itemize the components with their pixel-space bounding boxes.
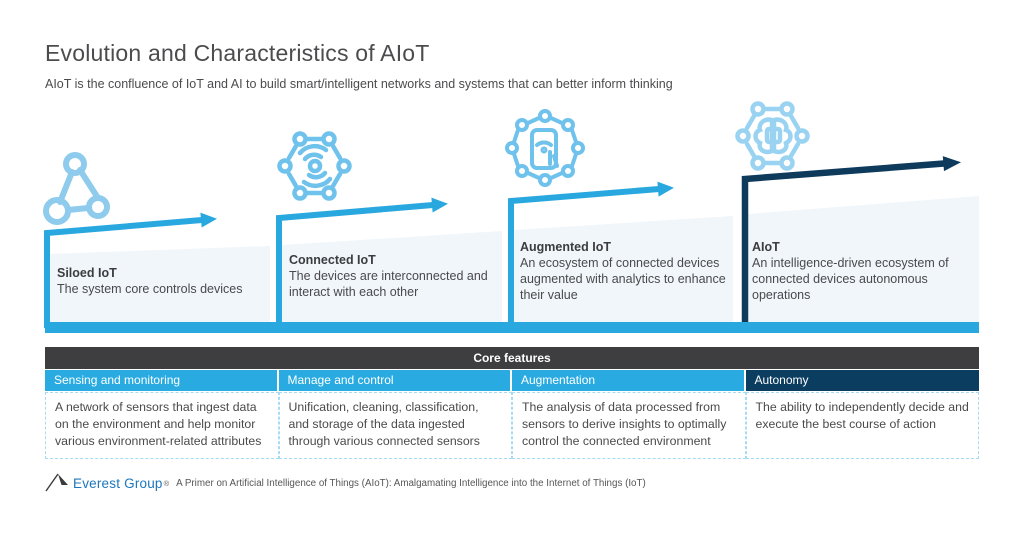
table-body-row: A network of sensors that ingest data on… <box>45 392 979 459</box>
column-header-row: Sensing and monitoring Manage and contro… <box>45 370 979 391</box>
column-header-manage: Manage and control <box>278 370 512 391</box>
column-header-augmentation: Augmentation <box>512 370 746 391</box>
cell-manage-description: Unification, cleaning, classification, a… <box>278 392 512 459</box>
stage4-description: An intelligence-driven ecosystem of conn… <box>752 256 949 302</box>
core-features-table: Core features Sensing and monitoring Man… <box>45 347 979 459</box>
source-citation: A Primer on Artificial Intelligence of T… <box>176 477 646 489</box>
stage1-arrowhead-icon <box>200 212 217 228</box>
stage3-description: An ecosystem of connected devices augmen… <box>520 256 726 302</box>
stage3-step-arrow <box>508 186 660 328</box>
stage3-text: Augmented IoT An ecosystem of connected … <box>520 239 735 303</box>
stage2-step-arrow <box>276 202 434 328</box>
baseline-bar <box>45 322 979 333</box>
smart-device-network-icon <box>505 109 585 187</box>
cell-autonomy-description: The ability to independently decide and … <box>745 392 979 459</box>
column-header-autonomy: Autonomy <box>745 370 979 391</box>
stage3-wedge <box>514 216 733 324</box>
stage2-name: Connected IoT <box>289 253 376 267</box>
everest-mountain-icon <box>45 473 68 492</box>
stage4-arrowhead-icon <box>942 156 961 172</box>
hexagon-signal-icon <box>277 131 352 201</box>
stage2-wedge <box>282 231 502 324</box>
page-title: Evolution and Characteristics of AIoT <box>45 40 430 66</box>
stage1-name: Siloed IoT <box>57 266 117 280</box>
stage1-text: Siloed IoT The system core controls devi… <box>57 265 272 297</box>
stage4-text: AIoT An intelligence-driven ecosystem of… <box>752 239 962 303</box>
stage4-step-arrow <box>741 160 945 328</box>
page-subtitle: AIoT is the confluence of IoT and AI to … <box>45 77 673 91</box>
stage3-arrowhead-icon <box>657 181 674 197</box>
cell-sensing-description: A network of sensors that ingest data on… <box>45 392 279 459</box>
core-features-header: Core features <box>45 347 979 369</box>
triangle-network-icon <box>43 152 110 225</box>
stage1-description: The system core controls devices <box>57 282 243 296</box>
cell-augmentation-description: The analysis of data processed from sens… <box>512 392 746 459</box>
stage4-name: AIoT <box>752 240 780 254</box>
stage1-step-arrow <box>44 217 203 328</box>
stage2-arrowhead-icon <box>431 197 448 213</box>
stage2-description: The devices are interconnected and inter… <box>289 269 488 299</box>
everest-group-logo: Everest Group <box>73 475 163 491</box>
stage1-wedge <box>50 246 270 324</box>
column-header-sensing: Sensing and monitoring <box>45 370 279 391</box>
footer-source: Everest Group ® A Primer on Artificial I… <box>45 472 646 494</box>
stage2-text: Connected IoT The devices are interconne… <box>289 252 489 300</box>
stage3-name: Augmented IoT <box>520 240 611 254</box>
registered-trademark: ® <box>163 478 170 488</box>
ai-brain-network-icon <box>735 101 810 171</box>
stage4-wedge <box>748 196 979 324</box>
